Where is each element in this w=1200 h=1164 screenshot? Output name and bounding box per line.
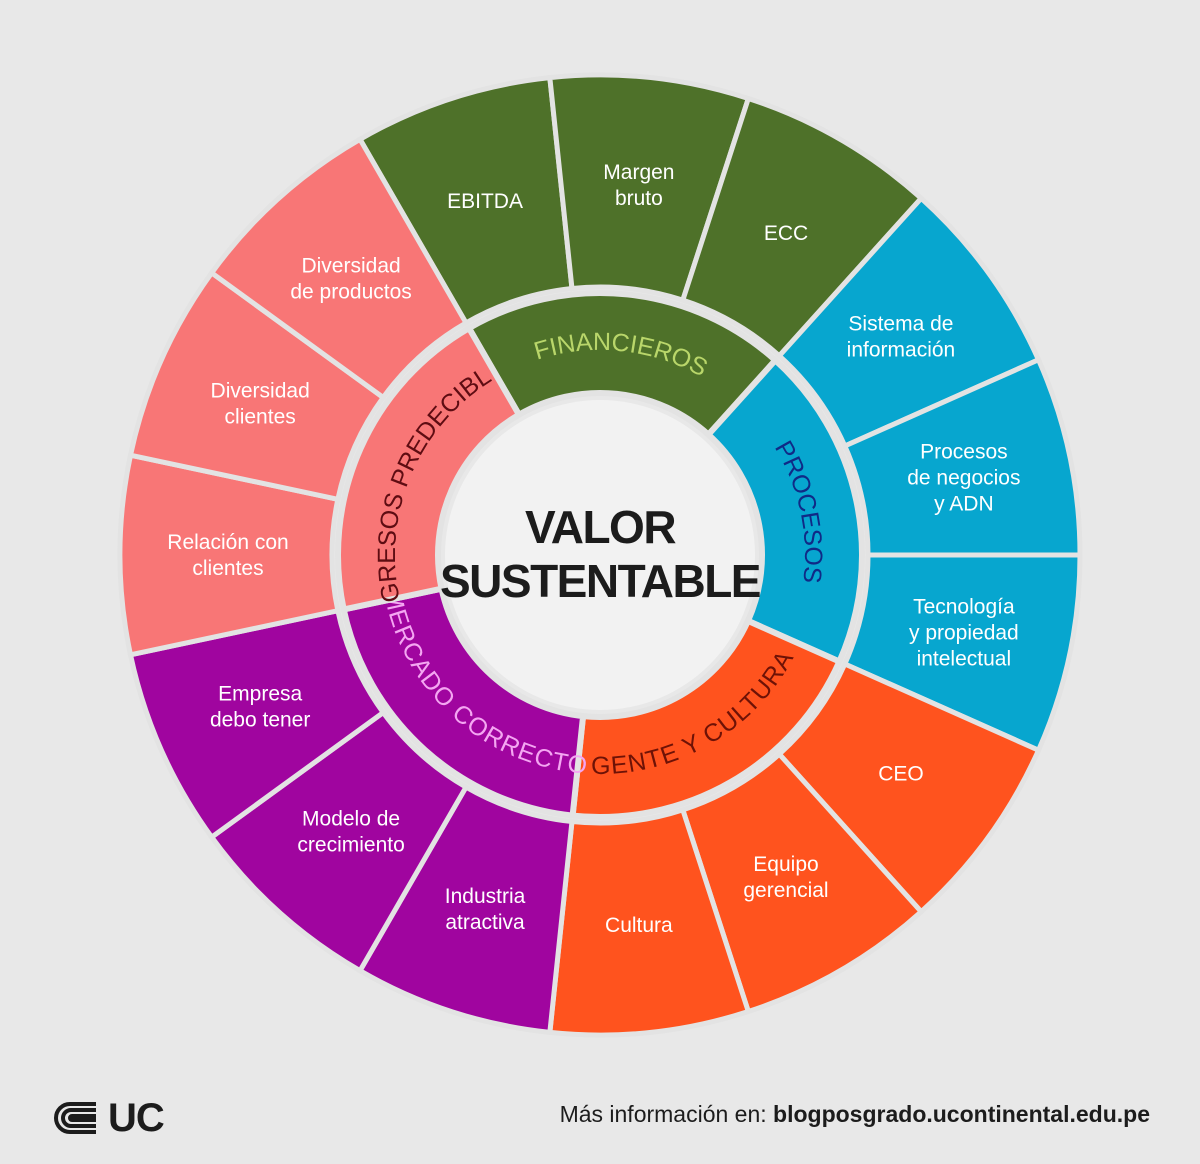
item-label-line: intelectual [917, 647, 1012, 670]
item-label-procesos-de-negocios-y-adn: Procesos de negocios y ADN [907, 441, 1020, 516]
center-title-line: VALOR [525, 501, 676, 553]
footer-info: Más información en: blogposgrado.ucontin… [560, 1101, 1150, 1128]
item-sector-diversidad-de-productos [208, 135, 470, 401]
uc-logo-text: UC [108, 1095, 165, 1140]
item-label-line: clientes [192, 557, 263, 580]
item-label-line: Cultura [605, 914, 673, 937]
item-label-line: Industria [445, 885, 526, 908]
footer-url-link[interactable]: blogposgrado.ucontinental.edu.pe [773, 1101, 1150, 1127]
item-label-ceo: CEO [878, 763, 924, 786]
item-label-industria-atractiva: Industria atractiva [445, 885, 526, 934]
item-label-line: EBITDA [447, 190, 523, 213]
item-label-margen-bruto: Margen bruto [603, 161, 674, 210]
item-label-ebitda: EBITDA [447, 190, 523, 213]
item-label-line: y ADN [934, 493, 994, 516]
item-label-line: información [847, 338, 956, 361]
item-label-line: crecimiento [297, 833, 404, 856]
item-label-line: Equipo [753, 853, 818, 876]
item-label-empresa-debo-tener: Empresa debo tener [210, 682, 310, 731]
category-band-financieros [464, 290, 780, 439]
item-label-ecc: ECC [764, 222, 808, 245]
item-label-line: Sistema de [848, 312, 953, 335]
center-title-line: SUSTENTABLE [440, 555, 760, 607]
item-label-line: Relación con [167, 531, 288, 554]
item-label-line: gerencial [743, 879, 828, 902]
item-label-modelo-de-crecimiento: Modelo de crecimiento [297, 807, 404, 856]
uc-logo-icon [54, 1102, 96, 1134]
item-label-line: Margen [603, 161, 674, 184]
footer-info-label: Más información en: [559, 1101, 767, 1127]
item-label-line: CEO [878, 763, 924, 786]
item-label-line: Empresa [218, 682, 302, 705]
item-label-tecnologia-y-propiedad-intelectual: Tecnología y propiedad intelectual [909, 595, 1019, 670]
item-label-line: Diversidad [211, 380, 310, 403]
item-label-line: ECC [764, 222, 808, 245]
item-label-line: de negocios [907, 467, 1020, 490]
item-label-line: de productos [290, 281, 411, 304]
item-label-line: atractiva [445, 911, 525, 934]
category-band-mercado [340, 585, 587, 819]
item-label-relacion-con-clientes: Relación con clientes [167, 531, 288, 580]
category-band-ingresos [335, 324, 524, 614]
category-band-procesos [704, 356, 865, 666]
item-label-line: debo tener [210, 708, 310, 731]
item-label-line: y propiedad [909, 621, 1019, 644]
uc-logo: UC [50, 1095, 165, 1140]
category-band-gente [569, 616, 844, 820]
item-label-diversidad-de-productos: Diversidad de productos [290, 255, 411, 304]
item-label-equipo-gerencial: Equipo gerencial [743, 853, 828, 902]
item-label-line: clientes [225, 406, 296, 429]
item-label-sistema-de-informacion: Sistema de información [847, 312, 956, 361]
item-label-line: Tecnología [913, 595, 1015, 618]
item-label-cultura: Cultura [605, 914, 673, 937]
item-label-line: Modelo de [302, 807, 400, 830]
item-label-diversidad-clientes: Diversidad clientes [211, 380, 310, 429]
item-label-line: Procesos [920, 441, 1008, 464]
item-label-line: Diversidad [301, 255, 400, 278]
center-circle [445, 400, 755, 710]
item-label-line: bruto [615, 187, 663, 210]
